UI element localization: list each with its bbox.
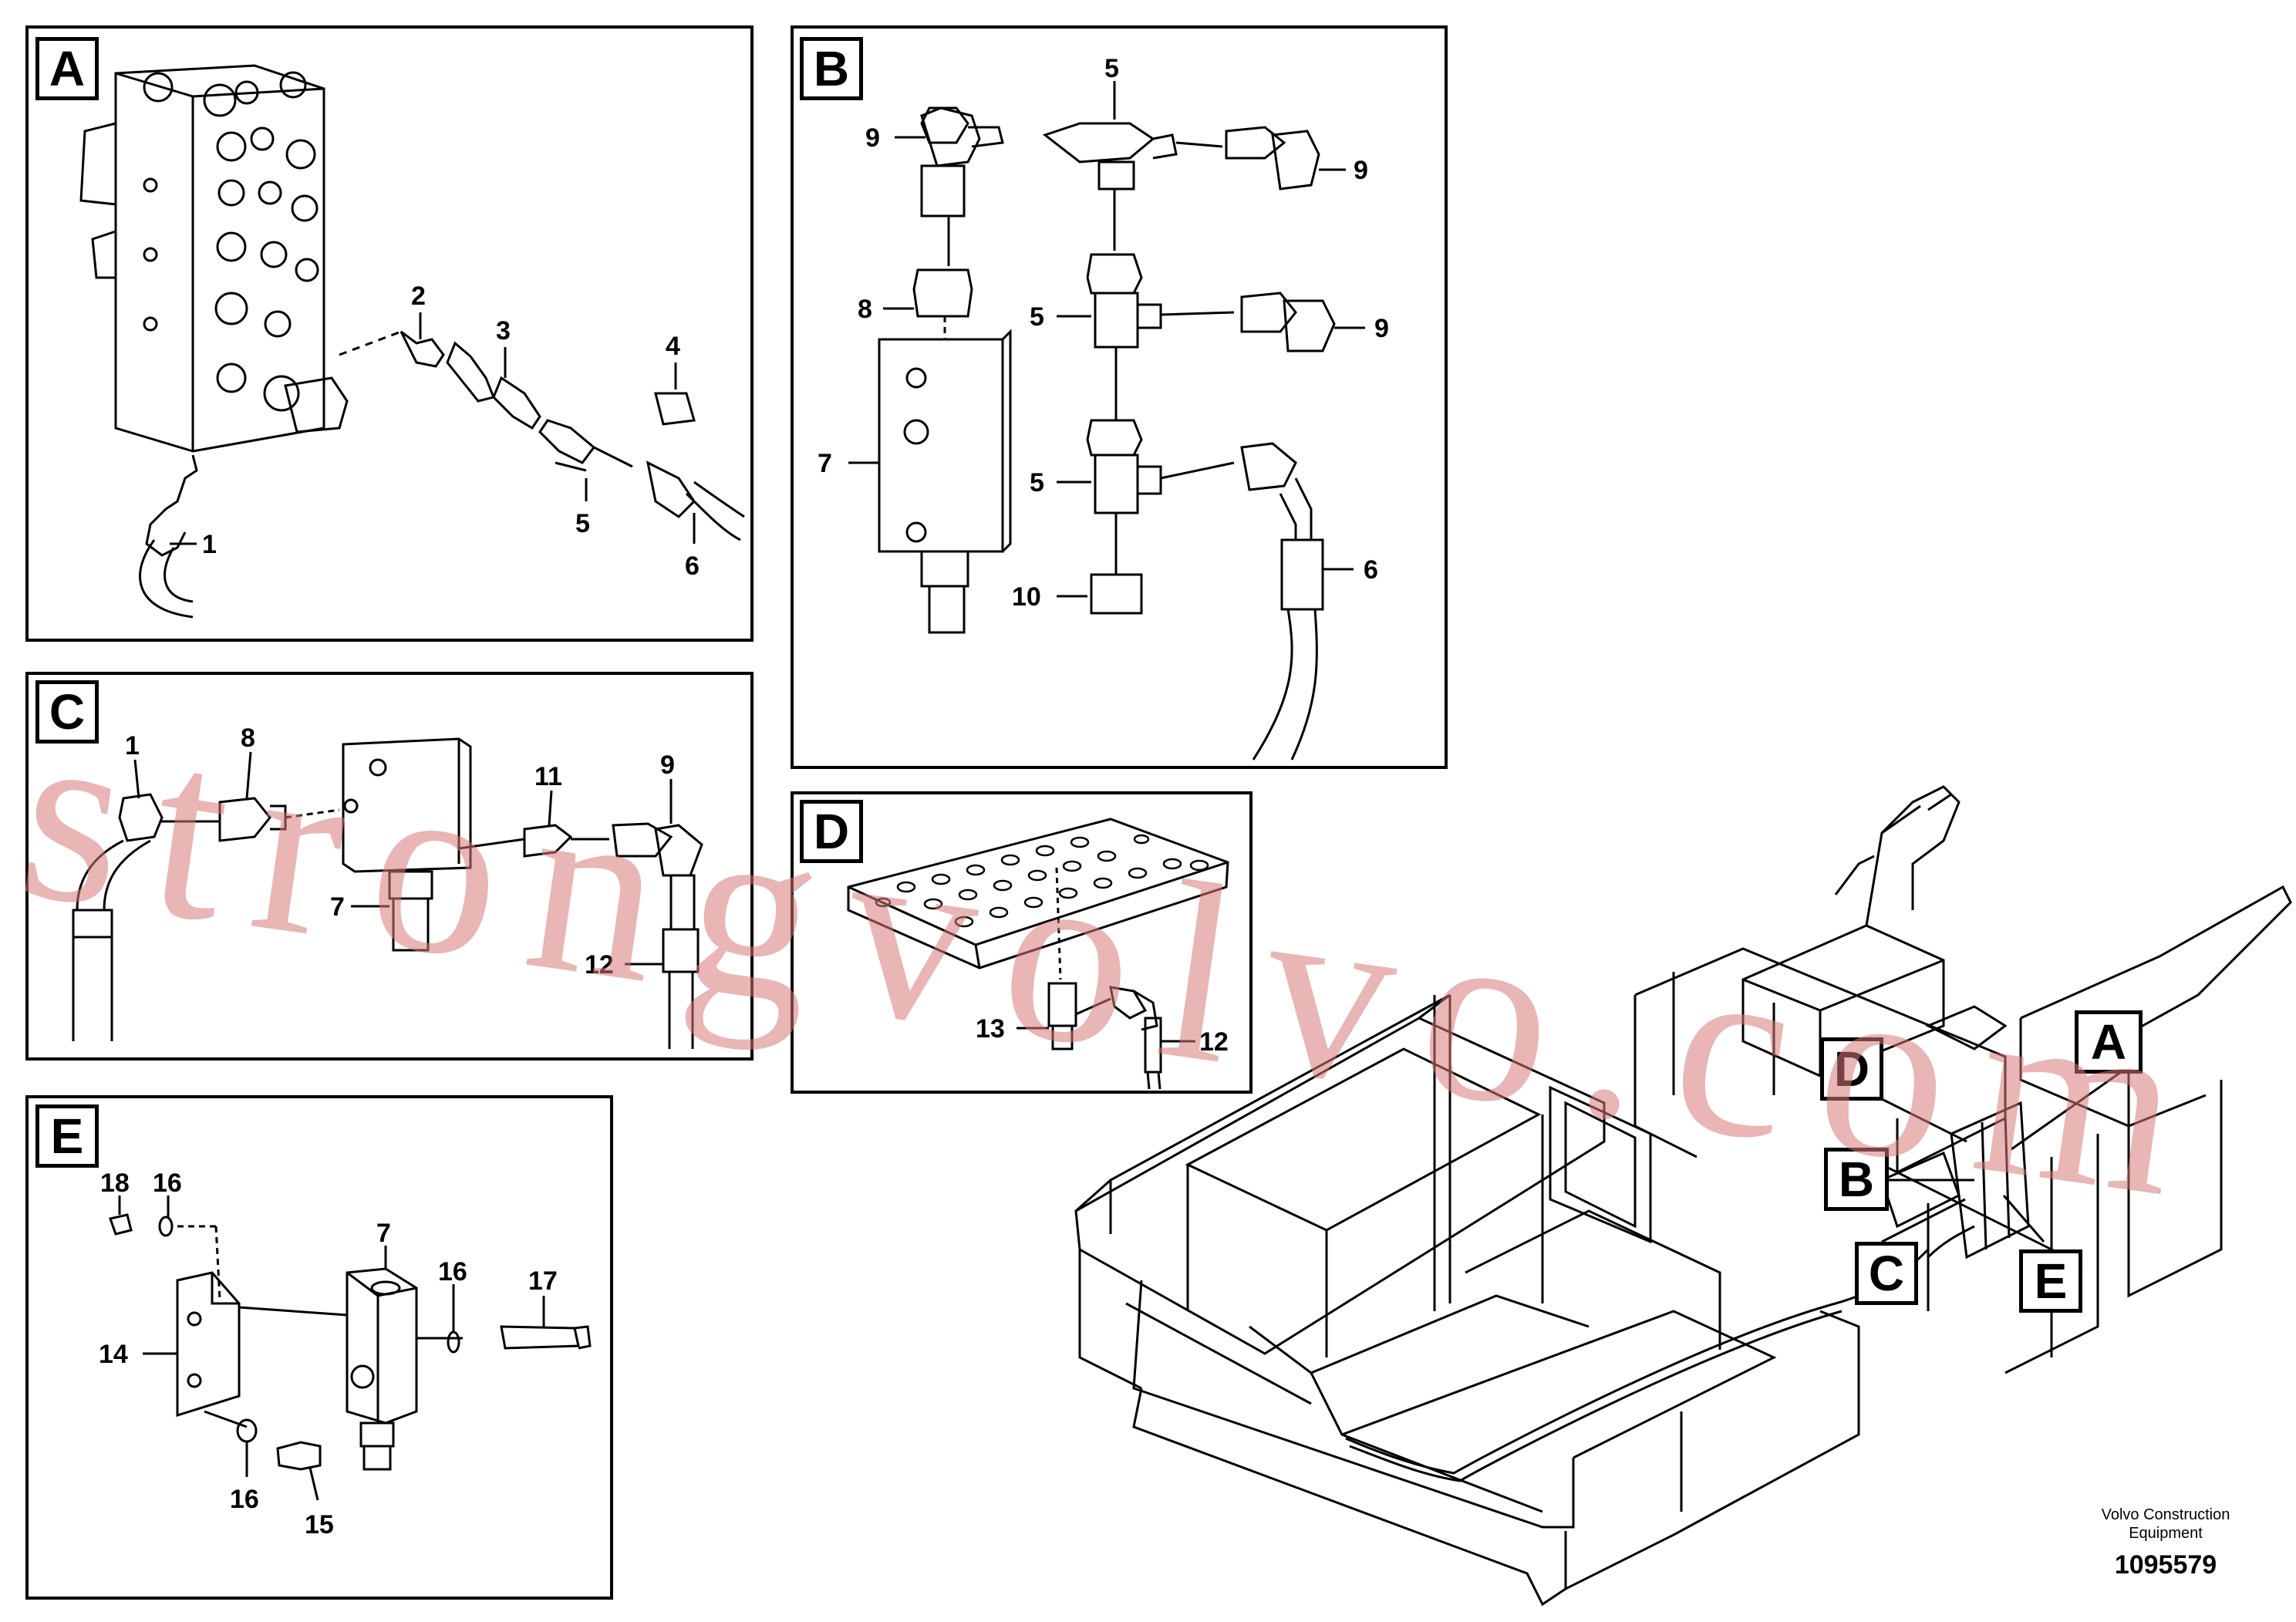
callout-c-7: 7 (330, 892, 345, 922)
callout-a-6: 6 (685, 551, 700, 581)
callout-e-17: 17 (528, 1266, 558, 1296)
callout-b-9: 9 (1354, 156, 1368, 185)
panel-e-numbers: 18 16 7 16 17 14 16 15 (99, 1168, 558, 1539)
panel-d-drawing (847, 818, 1229, 1090)
overview-tag-c: C (1855, 1242, 1918, 1305)
panel-e-frame (25, 1095, 613, 1600)
callout-c-12: 12 (585, 950, 614, 980)
callout-b-5: 5 (1030, 302, 1044, 332)
panel-a-numbers: 1 2 3 4 5 6 (202, 282, 700, 581)
callout-b-9: 9 (865, 123, 880, 153)
panel-d-callouts (1017, 1027, 1195, 1043)
footer-text: Volvo Construction Equipment 1095579 (2102, 1506, 2230, 1580)
maker-name-line1: Volvo Construction (2102, 1506, 2230, 1523)
callout-b-5: 5 (1030, 468, 1044, 497)
callout-b-9: 9 (1374, 314, 1389, 343)
panel-c-numbers: 1 8 11 9 7 12 (125, 723, 675, 980)
panel-c-callouts (133, 751, 673, 966)
panel-tag-d: D (800, 800, 863, 863)
callout-c-11: 11 (534, 762, 562, 791)
callout-c-8: 8 (241, 723, 255, 753)
callout-e-15: 15 (305, 1510, 334, 1539)
panel-tag-c: C (35, 680, 99, 744)
callout-e-7: 7 (376, 1219, 391, 1248)
overview-tag-b: B (1824, 1148, 1889, 1211)
overview-leader-lines (1873, 1071, 2122, 1243)
callout-a-2: 2 (411, 282, 426, 311)
callout-e-18: 18 (100, 1168, 130, 1198)
panel-c-drawing (72, 737, 703, 1049)
callout-c-1: 1 (125, 731, 140, 760)
callout-b-7: 7 (818, 449, 832, 478)
callout-a-4: 4 (666, 332, 680, 361)
panel-c-frame (25, 672, 754, 1061)
panel-a-callouts (170, 312, 696, 545)
panel-e-callouts (118, 1195, 545, 1501)
panel-b-drawing (878, 106, 1336, 760)
drawing-number: 1095579 (2115, 1550, 2217, 1580)
panel-b-frame (791, 25, 1448, 769)
machine-frame-overview (1074, 785, 2292, 1607)
callout-b-8: 8 (858, 295, 872, 324)
callout-a-5: 5 (575, 509, 590, 538)
callout-d-13: 13 (976, 1014, 1005, 1044)
panel-tag-e: E (35, 1104, 99, 1168)
callout-b-5: 5 (1104, 54, 1119, 83)
callout-e-14: 14 (99, 1340, 128, 1369)
overview-tag-d: D (1820, 1037, 1883, 1101)
panel-d-frame (791, 791, 1253, 1094)
overview-tag-a: A (2075, 1010, 2143, 1074)
panel-a-frame (25, 25, 754, 642)
overview-tag-e: E (2019, 1249, 2082, 1313)
panel-e-drawing (109, 1213, 592, 1471)
panel-tag-b: B (800, 37, 863, 100)
panel-tag-a: A (35, 37, 99, 100)
callout-e-16: 16 (230, 1485, 259, 1514)
callout-b-10: 10 (1012, 582, 1041, 612)
callout-c-9: 9 (660, 750, 675, 780)
callout-a-3: 3 (496, 316, 511, 346)
callout-d-12: 12 (1199, 1027, 1229, 1057)
panel-a-drawing (79, 64, 745, 619)
callout-b-6: 6 (1364, 555, 1378, 585)
callout-e-16: 16 (438, 1257, 467, 1286)
callout-e-16: 16 (153, 1168, 182, 1198)
panel-d-numbers: 13 12 (976, 1014, 1229, 1057)
callout-a-1: 1 (202, 530, 217, 559)
panel-b-callouts (848, 81, 1365, 598)
panel-b-numbers: 5 9 9 8 5 9 7 5 6 10 (818, 54, 1389, 612)
maker-name-line2: Equipment (2129, 1525, 2203, 1542)
